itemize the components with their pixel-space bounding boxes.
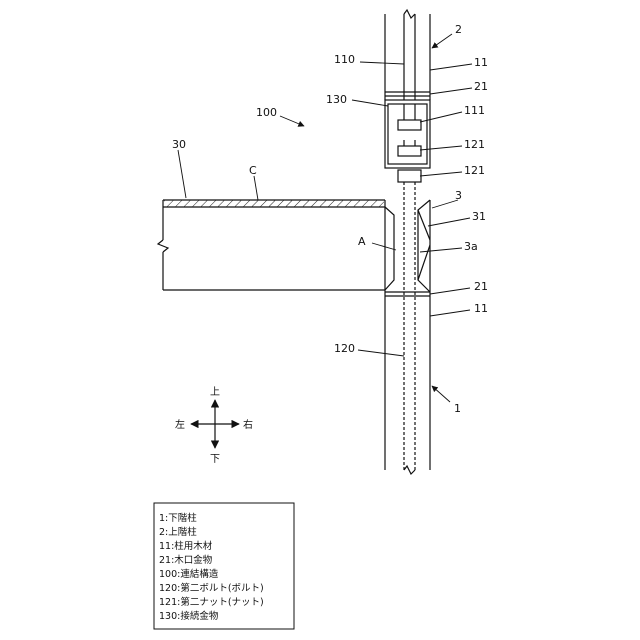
legend-item-1: 1:下階柱 [159,512,197,524]
direction-up-label: 上 [210,386,220,398]
legend-item-120: 120:第二ボルト(ボルト) [159,582,264,594]
label-100: 100 [256,106,277,119]
label-120: 120 [334,342,355,355]
label-3a: 3a [464,240,478,253]
label-31: 31 [472,210,486,223]
legend-item-121: 121:第二ナット(ナット) [159,596,264,608]
label-11-top: 11 [474,56,488,69]
label-21-top: 21 [474,80,488,93]
label-a: A [358,235,366,248]
beam-hatching [164,200,384,207]
legend-item-100: 100:連結構造 [159,568,219,580]
direction-right-label: 右 [243,418,253,431]
legend-item-2: 2:上階柱 [159,526,197,538]
label-1: 1 [454,402,461,415]
legend-item-21: 21:木口金物 [159,554,213,566]
legend-item-11: 11:柱用木材 [159,540,213,552]
label-111: 111 [464,104,485,117]
legend-box: 1:下階柱 2:上階柱 11:柱用木材 21:木口金物 100:連結構造 120… [154,503,294,629]
label-c: C [249,164,257,177]
wedge-insert [418,200,430,292]
legend-item-130: 130:接続金物 [159,610,219,622]
label-21-bottom: 21 [474,280,488,293]
direction-down-label: 下 [210,454,220,465]
label-130: 130 [326,93,347,106]
label-2: 2 [455,23,462,36]
leader-lines [178,34,472,402]
label-3: 3 [455,189,462,202]
label-121-b: 121 [464,164,485,177]
connector-hardware [385,100,430,182]
label-11-bottom: 11 [474,302,488,315]
label-30: 30 [172,138,186,151]
lower-column [385,182,430,474]
upper-column [385,10,430,100]
label-121-a: 121 [464,138,485,151]
direction-indicator [191,400,239,448]
label-110: 110 [334,53,355,66]
direction-left-label: 左 [175,418,185,431]
